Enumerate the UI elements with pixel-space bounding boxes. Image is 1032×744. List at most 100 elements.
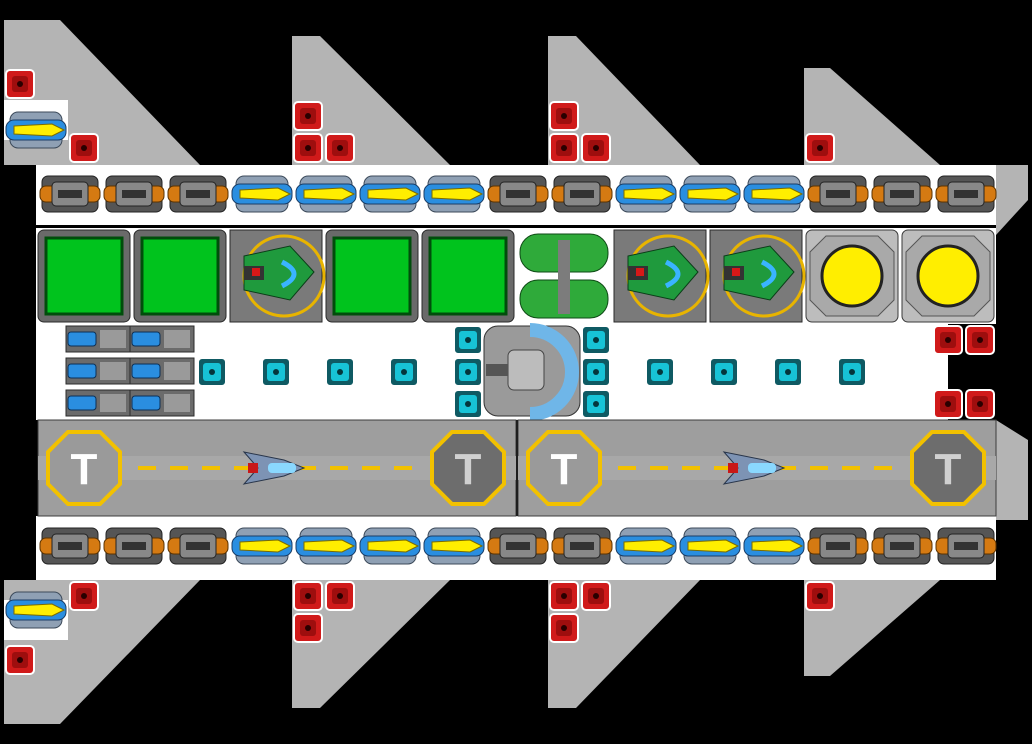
armor-block[interactable]	[5, 645, 35, 675]
armor-block[interactable]	[581, 581, 611, 611]
missile-launcher[interactable]	[231, 175, 293, 213]
armor-bolt	[593, 593, 599, 599]
engine-casing	[100, 394, 126, 412]
connector-node[interactable]	[581, 389, 611, 419]
cannon-turret[interactable]	[551, 527, 613, 565]
engine-thruster[interactable]	[65, 357, 131, 385]
connector-node[interactable]	[261, 357, 291, 387]
connector-node[interactable]	[453, 389, 483, 419]
connector-node[interactable]	[581, 325, 611, 355]
missile-launcher[interactable]	[615, 527, 677, 565]
connector-node[interactable]	[709, 357, 739, 387]
cannon-core	[122, 190, 146, 198]
armor-block[interactable]	[293, 613, 323, 643]
cannon-turret[interactable]	[487, 175, 549, 213]
armor-block[interactable]	[581, 133, 611, 163]
connector-node[interactable]	[453, 325, 483, 355]
cannon-turret[interactable]	[935, 175, 997, 213]
armor-block[interactable]	[933, 389, 963, 419]
fighter-ship-icon[interactable]	[242, 451, 306, 485]
armor-bolt	[17, 657, 23, 663]
cannon-core	[186, 542, 210, 550]
connector-node[interactable]	[773, 357, 803, 387]
fighter-bay[interactable]	[229, 229, 326, 323]
reactor-core[interactable]	[901, 229, 995, 323]
connector-node[interactable]	[453, 357, 483, 387]
cannon-turret[interactable]	[935, 527, 997, 565]
engine-casing	[164, 394, 190, 412]
armor-block[interactable]	[805, 581, 835, 611]
cannon-turret[interactable]	[103, 175, 165, 213]
missile-launcher[interactable]	[615, 175, 677, 213]
engine-thruster[interactable]	[129, 325, 195, 353]
missile-launcher[interactable]	[5, 111, 67, 149]
armor-block[interactable]	[69, 581, 99, 611]
missile-launcher[interactable]	[359, 527, 421, 565]
reactor-core[interactable]	[805, 229, 899, 323]
connector-node[interactable]	[389, 357, 419, 387]
cannon-turret[interactable]	[39, 527, 101, 565]
fighter-bay[interactable]	[709, 229, 806, 323]
armor-block[interactable]	[293, 581, 323, 611]
engine-thruster[interactable]	[65, 325, 131, 353]
cannon-turret[interactable]	[167, 527, 229, 565]
armor-block[interactable]	[965, 325, 995, 355]
missile-warhead	[687, 539, 740, 553]
connector-node[interactable]	[837, 357, 867, 387]
missile-launcher[interactable]	[679, 175, 741, 213]
missile-launcher[interactable]	[423, 527, 485, 565]
engine-thruster[interactable]	[129, 357, 195, 385]
shield-turret[interactable]	[483, 323, 581, 421]
missile-launcher[interactable]	[5, 591, 67, 629]
fuel-coupling	[558, 240, 570, 314]
bay-hull	[243, 245, 315, 301]
armor-block[interactable]	[965, 389, 995, 419]
missile-launcher[interactable]	[295, 175, 357, 213]
missile-launcher[interactable]	[423, 175, 485, 213]
cannon-turret[interactable]	[39, 175, 101, 213]
cannon-turret[interactable]	[871, 527, 933, 565]
armor-block[interactable]	[5, 69, 35, 99]
cannon-turret[interactable]	[551, 175, 613, 213]
fighter-bay[interactable]	[613, 229, 710, 323]
fighter-ship-icon[interactable]	[722, 451, 786, 485]
cargo-module[interactable]	[421, 229, 515, 323]
connector-node[interactable]	[197, 357, 227, 387]
armor-block[interactable]	[549, 581, 579, 611]
cannon-turret[interactable]	[871, 175, 933, 213]
cannon-turret[interactable]	[807, 527, 869, 565]
armor-block[interactable]	[805, 133, 835, 163]
missile-launcher[interactable]	[231, 527, 293, 565]
cannon-turret[interactable]	[487, 527, 549, 565]
cannon-core	[570, 542, 594, 550]
cargo-module[interactable]	[37, 229, 131, 323]
engine-thruster[interactable]	[65, 389, 131, 417]
missile-launcher[interactable]	[295, 527, 357, 565]
cargo-module[interactable]	[325, 229, 419, 323]
cannon-turret[interactable]	[807, 175, 869, 213]
fuel-tank[interactable]	[518, 230, 610, 322]
armor-block[interactable]	[549, 613, 579, 643]
missile-launcher[interactable]	[743, 175, 805, 213]
armor-block[interactable]	[933, 325, 963, 355]
armor-block[interactable]	[69, 133, 99, 163]
armor-block[interactable]	[293, 133, 323, 163]
cannon-turret[interactable]	[167, 175, 229, 213]
armor-block[interactable]	[325, 133, 355, 163]
cannon-turret[interactable]	[103, 527, 165, 565]
connector-node[interactable]	[645, 357, 675, 387]
cargo-module[interactable]	[133, 229, 227, 323]
missile-launcher[interactable]	[743, 527, 805, 565]
missile-warhead	[623, 187, 676, 201]
armor-block[interactable]	[549, 133, 579, 163]
engine-thruster[interactable]	[129, 389, 195, 417]
connector-node[interactable]	[325, 357, 355, 387]
armor-block[interactable]	[549, 101, 579, 131]
connector-node[interactable]	[581, 357, 611, 387]
missile-launcher[interactable]	[679, 527, 741, 565]
missile-launcher[interactable]	[359, 175, 421, 213]
armor-block[interactable]	[325, 581, 355, 611]
armor-block[interactable]	[293, 101, 323, 131]
